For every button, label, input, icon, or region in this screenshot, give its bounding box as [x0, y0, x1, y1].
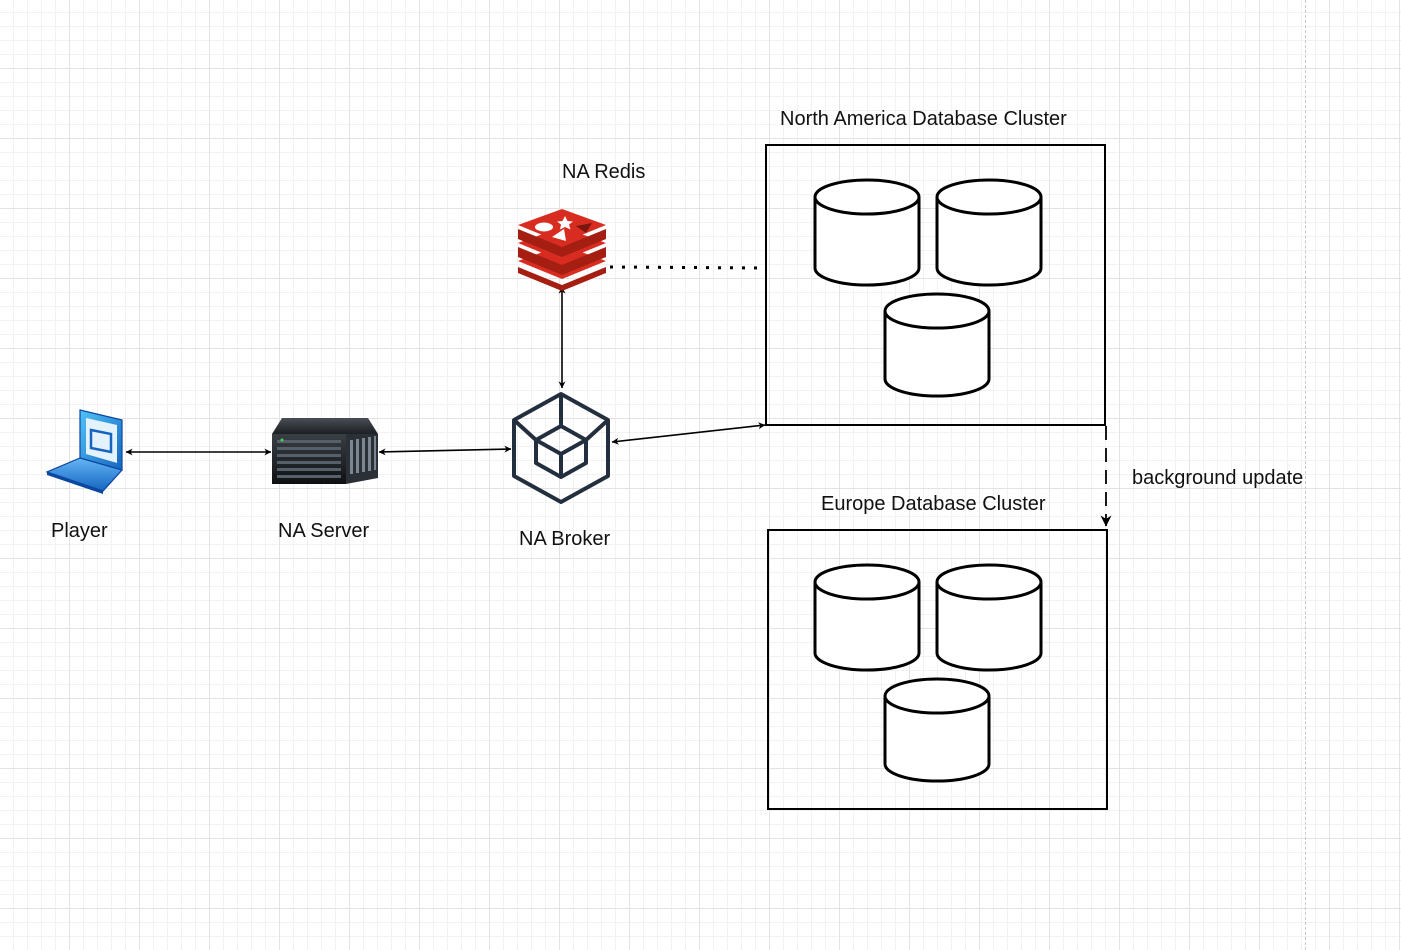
database-icon: [813, 178, 921, 287]
player-label: Player: [51, 520, 108, 542]
eu-cluster-frame: [767, 529, 1108, 810]
laptop-icon[interactable]: [45, 409, 124, 494]
na-redis-label: NA Redis: [562, 161, 646, 183]
database-icon: [935, 563, 1043, 672]
na-cluster-frame: [765, 144, 1106, 426]
cube-broker-icon[interactable]: [512, 392, 610, 504]
database-icon: [935, 178, 1043, 287]
edge-server-broker[interactable]: [378, 445, 512, 456]
database-icon: [813, 563, 921, 672]
rack-server-icon[interactable]: [272, 418, 378, 484]
page-boundary: [1305, 0, 1306, 950]
database-icon: [883, 677, 991, 783]
eu-database-cluster[interactable]: [767, 529, 1108, 810]
edge-redis-na-cluster-dotted[interactable]: [609, 265, 767, 270]
eu-cluster-title: Europe Database Cluster: [821, 493, 1046, 515]
na-server-label: NA Server: [278, 520, 370, 542]
database-icon: [883, 292, 991, 398]
edge-broker-na-cluster[interactable]: [611, 422, 766, 445]
redis-logo-icon[interactable]: [518, 209, 606, 291]
background-update-label: background update: [1132, 467, 1304, 489]
na-broker-label: NA Broker: [519, 528, 611, 550]
na-cluster-title: North America Database Cluster: [780, 108, 1067, 130]
na-database-cluster[interactable]: [765, 144, 1106, 426]
